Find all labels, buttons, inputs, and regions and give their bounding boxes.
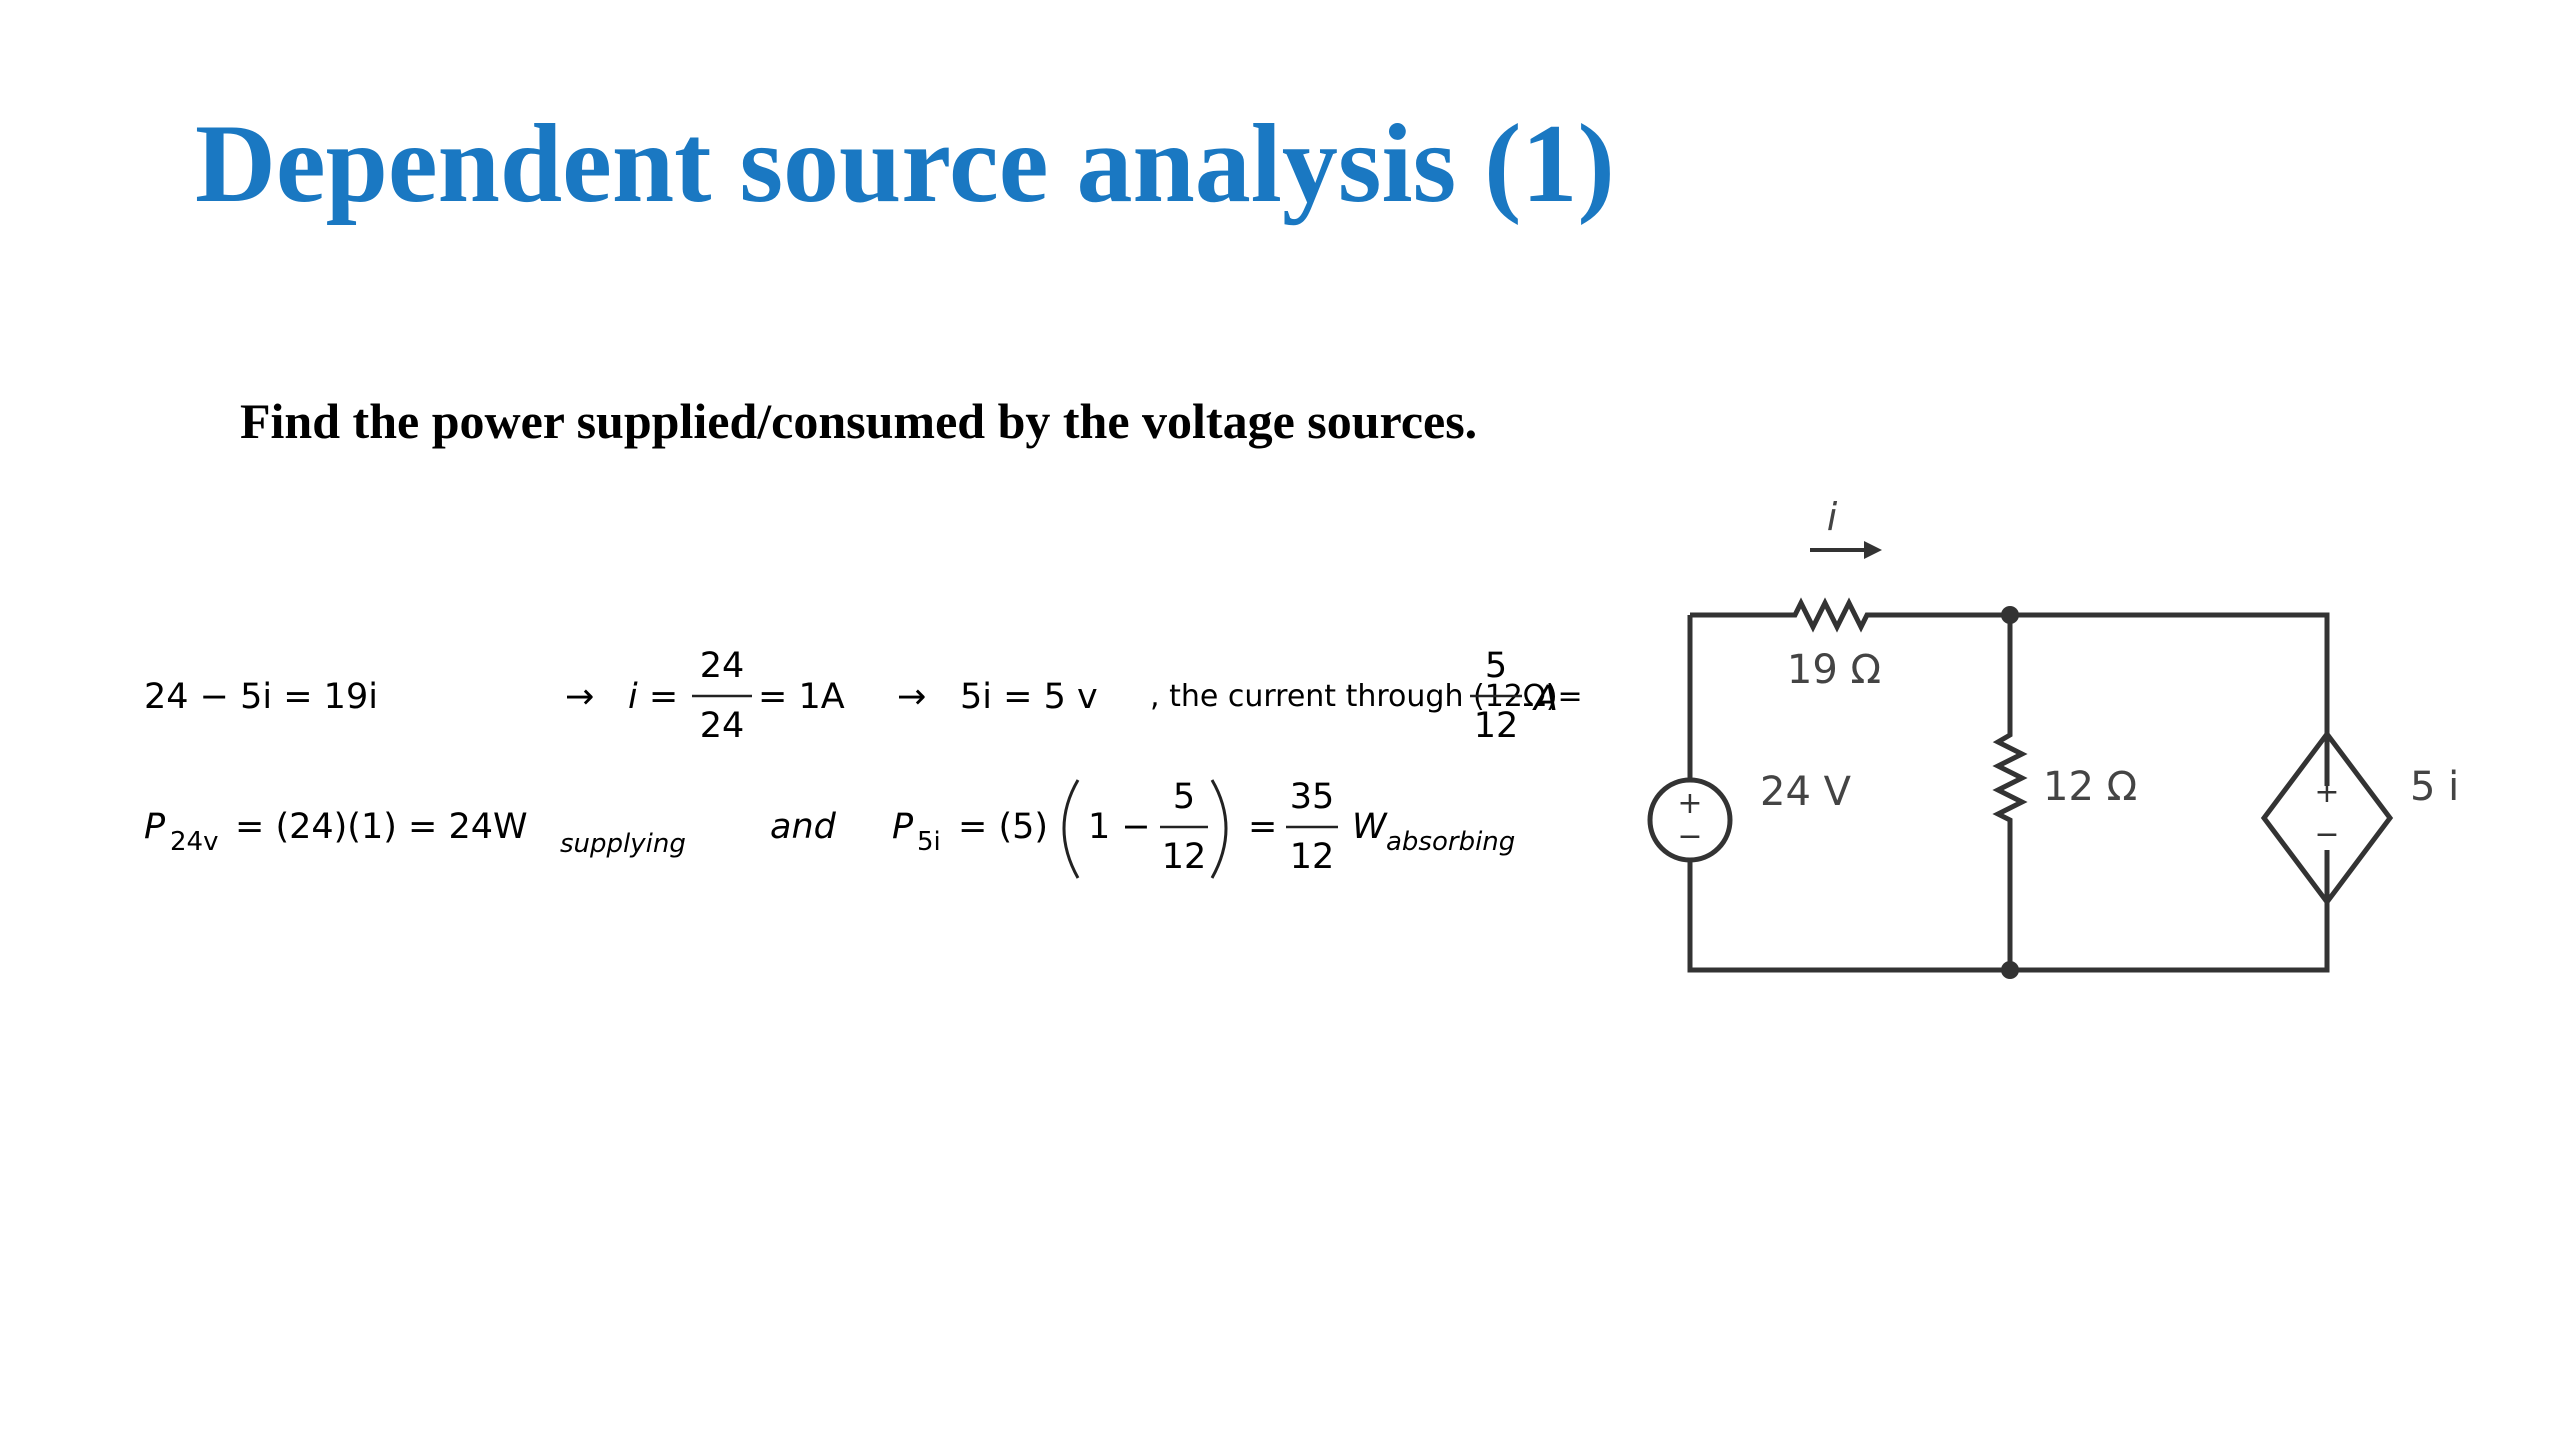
p5i-expression: = (5) [958, 807, 1048, 847]
p5i-label: P [892, 807, 914, 847]
p24-expression: = (24)(1) = 24W [235, 807, 528, 847]
arrow-2: → [897, 677, 926, 717]
bottom-node [2001, 961, 2019, 979]
source-label: 24 V [1760, 769, 1852, 815]
r2-label: 12 Ω [2043, 764, 2137, 810]
p24-subscript: 24v [170, 827, 218, 857]
result-w: W [1352, 807, 1388, 847]
inner-frac-denominator: 12 [1162, 837, 1207, 877]
frac-24-denominator: 24 [700, 706, 745, 746]
right-paren [1210, 779, 1228, 879]
current-unit: A [1532, 679, 1558, 719]
p5i-subscript: 5i [917, 827, 941, 857]
and-word: and [770, 807, 837, 847]
frac-24-numerator: 24 [700, 646, 745, 686]
result-frac-numerator: 35 [1290, 777, 1335, 817]
problem-statement: Find the power supplied/consumed by the … [240, 393, 1478, 449]
top-wire-with-19-ohm-resistor [1690, 597, 2330, 786]
source-plus-sign: + [1677, 786, 1702, 821]
equals-sign: = [1248, 807, 1277, 847]
current-frac-denominator: 12 [1474, 706, 1519, 746]
slide-title: Dependent source analysis (1) [195, 102, 1615, 226]
i-result: = 1A [758, 677, 845, 717]
kvl-equation: 24 − 5i = 19i [144, 677, 378, 717]
left-paren [1062, 779, 1080, 879]
result-frac-denominator: 12 [1290, 837, 1335, 877]
equation-line-1: 24 − 5i = 19i → i = 24 24 = 1A → 5i = 5 … [144, 646, 1583, 746]
one-minus: 1 − [1088, 807, 1151, 847]
voltage-source-symbol [1647, 777, 1733, 863]
top-node [2001, 606, 2019, 624]
middle-branch-12-ohm-resistor [1992, 615, 2028, 970]
arrow-1: → [565, 677, 594, 717]
dependent-source-symbol [2260, 729, 2394, 907]
circuit-diagram: i 19 Ω 24 V 12 Ω 5 i + − + − [1647, 495, 2459, 979]
i-lhs: i = [628, 677, 678, 717]
equation-line-2: P 24v = (24)(1) = 24W supplying and P 5i… [144, 777, 1515, 879]
dependent-source-voltage: 5i = 5 v [960, 677, 1098, 717]
p24-state: supplying [560, 829, 686, 859]
p24-label: P [144, 807, 166, 847]
result-state: absorbing [1386, 827, 1515, 857]
dependent-source-label: 5 i [2410, 764, 2459, 810]
current-frac-numerator: 5 [1485, 646, 1507, 686]
r1-label: 19 Ω [1787, 647, 1881, 693]
dep-plus-sign: + [2314, 775, 2339, 810]
inner-frac-numerator: 5 [1173, 777, 1195, 817]
source-minus-sign: − [1677, 819, 1702, 854]
dep-minus-sign: − [2314, 817, 2339, 852]
current-arrow-icon [1864, 541, 1882, 559]
current-label: i [1827, 495, 1838, 539]
